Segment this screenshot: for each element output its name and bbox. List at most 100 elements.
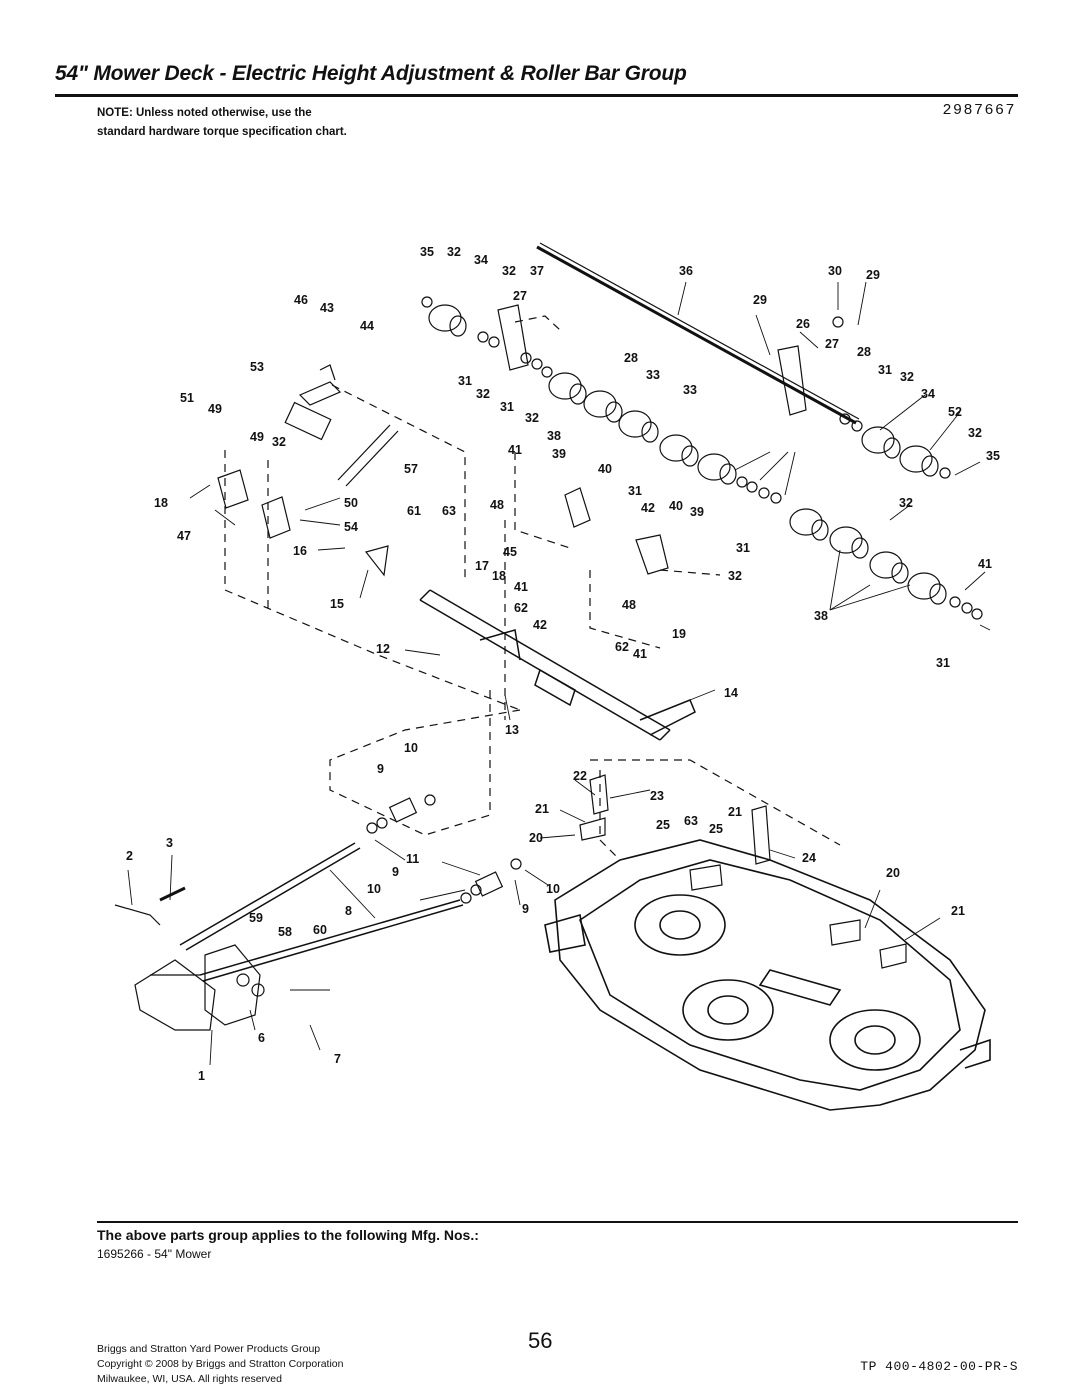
- callout-label: 63: [442, 504, 456, 518]
- callout-label: 63: [684, 814, 698, 828]
- callout-label: 28: [857, 345, 871, 359]
- diagram-part-number: 2987667: [942, 102, 1016, 119]
- callout-label: 18: [154, 496, 168, 510]
- callout-label: 54: [344, 520, 358, 534]
- callout-label: 37: [530, 264, 544, 278]
- callout-label: 36: [679, 264, 693, 278]
- callout-label: 13: [505, 723, 519, 737]
- callout-label: 35: [420, 245, 434, 259]
- callout-label: 8: [345, 904, 352, 918]
- roller-set-upper: [428, 304, 737, 485]
- callout-label: 33: [683, 383, 697, 397]
- callout-label: 40: [669, 499, 683, 513]
- callout-label: 52: [948, 405, 962, 419]
- callout-label: 14: [724, 686, 738, 700]
- callout-label: 61: [407, 504, 421, 518]
- page-number: 56: [528, 1328, 553, 1353]
- callout-label: 28: [624, 351, 638, 365]
- callout-label: 32: [476, 387, 490, 401]
- callout-label: 9: [522, 902, 529, 916]
- footer-copyright: Briggs and Stratton Yard Power Products …: [97, 1342, 343, 1387]
- callout-label: 38: [547, 429, 561, 443]
- callout-label: 12: [376, 642, 390, 656]
- callout-label: 31: [936, 656, 950, 670]
- callout-label: 18: [492, 569, 506, 583]
- callout-label: 6: [258, 1031, 265, 1045]
- callout-label: 21: [951, 904, 965, 918]
- linkage: [114, 794, 522, 982]
- callout-label: 45: [503, 545, 517, 559]
- callout-label: 42: [641, 501, 655, 515]
- callout-label: 39: [690, 505, 704, 519]
- callout-label: 9: [377, 762, 384, 776]
- callout-label: 32: [447, 245, 461, 259]
- callout-label: 22: [573, 769, 587, 783]
- actuator: [284, 364, 342, 441]
- callout-label: 59: [249, 911, 263, 925]
- lift-shaft: [419, 589, 696, 741]
- callout-label: 53: [250, 360, 264, 374]
- callout-label: 32: [502, 264, 516, 278]
- callout-label: 41: [514, 580, 528, 594]
- callout-label: 57: [404, 462, 418, 476]
- callout-label: 21: [728, 805, 742, 819]
- callout-label: 17: [475, 559, 489, 573]
- applies-heading: The above parts group applies to the fol…: [97, 1227, 479, 1243]
- callout-label: 15: [330, 597, 344, 611]
- callout-label: 31: [628, 484, 642, 498]
- callout-label: 16: [293, 544, 307, 558]
- callout-label: 60: [313, 923, 327, 937]
- callout-label: 31: [736, 541, 750, 555]
- footer-company: Briggs and Stratton Yard Power Products …: [97, 1343, 321, 1355]
- callout-label: 43: [320, 301, 334, 315]
- callout-label: 48: [622, 598, 636, 612]
- callout-label: 32: [968, 426, 982, 440]
- callout-label: 10: [404, 741, 418, 755]
- roller-set-right: [789, 426, 947, 605]
- callout-label: 32: [272, 435, 286, 449]
- callout-label: 34: [921, 387, 935, 401]
- callout-label: 3: [166, 836, 173, 850]
- mower-deck: [544, 839, 991, 1111]
- callout-label: 47: [177, 529, 191, 543]
- callout-label: 27: [825, 337, 839, 351]
- callout-label: 26: [796, 317, 810, 331]
- callout-label: 20: [886, 866, 900, 880]
- callout-label: 31: [878, 363, 892, 377]
- callout-label: 10: [367, 882, 381, 896]
- assembly-guide-lines: [224, 315, 841, 861]
- callout-label: 50: [344, 496, 358, 510]
- footer-location: Milwaukee, WI, USA. All rights reserved: [97, 1373, 282, 1385]
- callout-label: 29: [753, 293, 767, 307]
- pedal-bracket: [134, 944, 265, 1031]
- callout-label: 39: [552, 447, 566, 461]
- callout-label: 49: [208, 402, 222, 416]
- callout-label: 40: [598, 462, 612, 476]
- callout-label: 41: [633, 647, 647, 661]
- washer-group: [421, 296, 983, 620]
- callout-numbers: 35 32 34 32 37 36 30 29 27 29 46 43 44 2…: [126, 245, 1000, 1083]
- callout-label: 11: [406, 852, 419, 866]
- callout-label: 41: [508, 443, 522, 457]
- callout-label: 2: [126, 849, 133, 863]
- callout-label: 1: [198, 1069, 205, 1083]
- callout-label: 51: [180, 391, 194, 405]
- callout-label: 62: [615, 640, 629, 654]
- callout-label: 7: [334, 1052, 341, 1066]
- callout-label: 25: [709, 822, 723, 836]
- callout-label: 48: [490, 498, 504, 512]
- callout-label: 32: [899, 496, 913, 510]
- document-code: TP 400-4802-00-PR-S: [860, 1359, 1018, 1374]
- callout-label: 29: [866, 268, 880, 282]
- callout-label: 25: [656, 818, 670, 832]
- callout-label: 32: [525, 411, 539, 425]
- callout-label: 32: [900, 370, 914, 384]
- callout-label: 9: [392, 865, 399, 879]
- callout-label: 31: [500, 400, 514, 414]
- callout-label: 20: [529, 831, 543, 845]
- callout-label: 34: [474, 253, 488, 267]
- callout-label: 23: [650, 789, 664, 803]
- footer-copyright-line: Copyright © 2008 by Briggs and Stratton …: [97, 1358, 344, 1370]
- title-rule: [55, 94, 1018, 97]
